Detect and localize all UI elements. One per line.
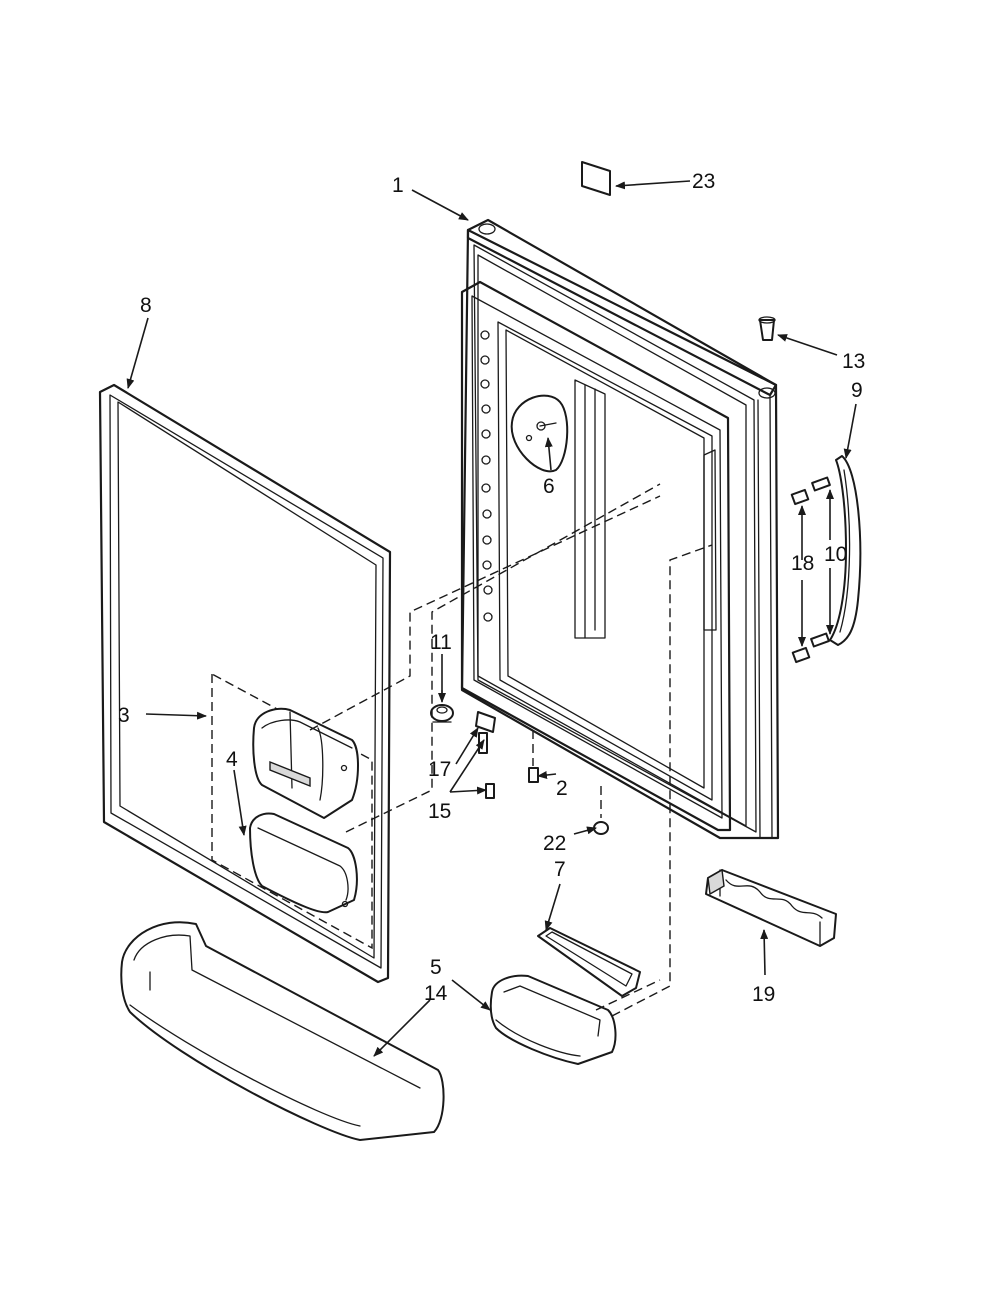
callout-13: 13 <box>842 350 865 373</box>
part-4-door-bin <box>249 812 358 914</box>
callout-4: 4 <box>226 748 238 771</box>
part-14-door-shelf <box>120 921 445 1141</box>
part-19-egg-tray <box>705 868 837 947</box>
callout-8: 8 <box>140 294 152 317</box>
callout-labels: 1 23 13 9 8 6 18 10 11 3 4 17 15 2 22 7 … <box>118 170 865 1006</box>
callout-23: 23 <box>692 170 715 193</box>
callout-19: 19 <box>752 983 775 1006</box>
callout-18: 18 <box>791 552 814 575</box>
part-11-hinge-pin <box>430 704 454 723</box>
callout-17: 17 <box>428 758 451 781</box>
part-13-hinge-bushing <box>758 316 776 341</box>
part-22-plug <box>593 821 609 835</box>
callout-3: 3 <box>118 704 130 727</box>
part-8-door-gasket <box>98 383 392 984</box>
callout-7: 7 <box>554 858 566 881</box>
alignment-dashes <box>309 483 713 1017</box>
part-1-door-assembly <box>460 218 780 840</box>
part-9-handle <box>829 455 862 646</box>
part-2-screw <box>528 767 539 783</box>
part-3-dairy-door-assembly <box>211 673 373 950</box>
handle-screws <box>790 476 831 664</box>
callout-6: 6 <box>543 475 555 498</box>
callout-11: 11 <box>430 631 452 654</box>
leader-arrows <box>126 180 857 1057</box>
part-5-small-bin <box>489 974 617 1065</box>
part-6-stop-bracket <box>510 394 569 473</box>
part-23-label-tag <box>581 161 611 196</box>
callout-1: 1 <box>392 174 404 197</box>
callout-9: 9 <box>851 379 863 402</box>
callout-2: 2 <box>556 777 568 800</box>
callout-15: 15 <box>428 800 451 823</box>
callout-10: 10 <box>824 543 847 566</box>
callout-14: 14 <box>424 982 448 1005</box>
callout-5: 5 <box>430 956 442 979</box>
callout-22: 22 <box>543 832 566 855</box>
door-studs <box>480 330 493 622</box>
part-17-hinge-bracket <box>475 711 496 733</box>
